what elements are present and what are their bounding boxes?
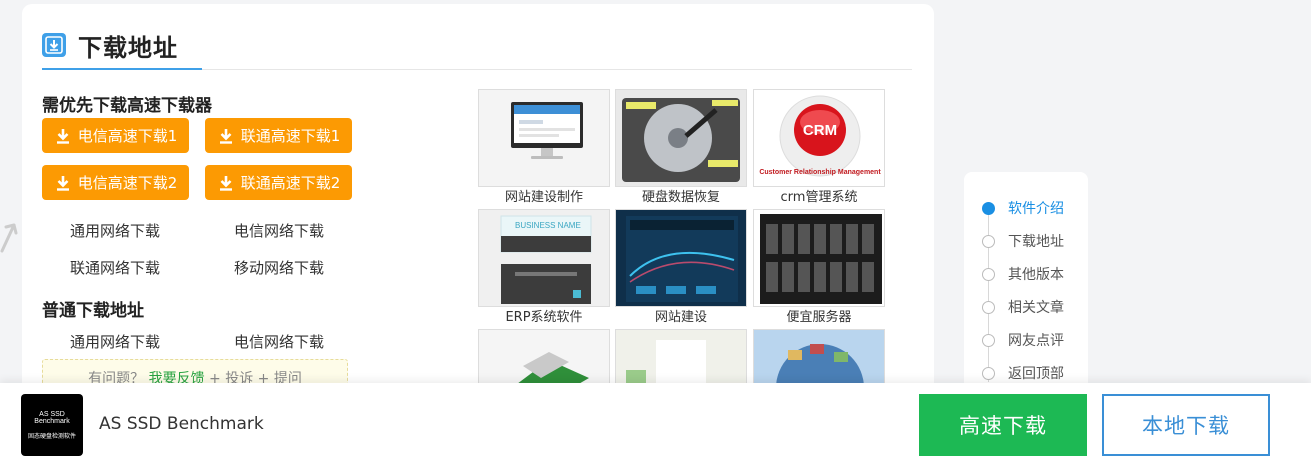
nav-item-download-address[interactable]: 下载地址 (982, 231, 1064, 251)
app-logo-line1: AS SSD Benchmark (34, 411, 70, 425)
header-divider-accent (42, 68, 202, 70)
normal-general-download-link[interactable]: 通用网络下载 (69, 333, 160, 351)
side-navigation: 软件介绍 下载地址 其他版本 相关文章 网友点评 返回顶部 (964, 172, 1088, 392)
nav-item-label: 其他版本 (1008, 267, 1064, 283)
thumbnail-website-build[interactable] (615, 209, 747, 307)
erp-card-title: BUSINESS NAME (515, 221, 581, 230)
app-logo-line2: 固态硬盘检测软件 (27, 433, 76, 440)
download-card: 下载地址 需优先下载高速下载器 电信高速下载1 联通高速下载1 电信高速下载2 … (22, 4, 934, 404)
thumbnail-crm-system[interactable]: CRM Customer Relationship Management (753, 89, 885, 187)
nav-item-label: 下载地址 (1008, 234, 1064, 250)
download-box-icon (42, 33, 66, 57)
telecom-fast-download-1-button[interactable]: 电信高速下载1 (42, 118, 189, 153)
thumbnail-caption: 网站建设 (654, 310, 707, 325)
download-arrow-icon (54, 127, 72, 145)
crm-badge-text: CRM (803, 122, 837, 139)
section-header: 下载地址 (42, 26, 178, 64)
section-title: 下载地址 (78, 33, 178, 62)
telecom-fast-download-2-button[interactable]: 电信高速下载2 (42, 165, 189, 200)
nav-item-label: 软件介绍 (1008, 201, 1064, 217)
nav-dot-icon (982, 201, 995, 215)
normal-telecom-download-link[interactable]: 电信网络下载 (233, 333, 324, 351)
nav-item-label: 返回顶部 (1008, 366, 1064, 382)
thumbnail-disk-recovery[interactable] (615, 89, 747, 187)
thumbnail-caption: crm管理系统 (780, 190, 858, 205)
unicom-fast-download-1-button[interactable]: 联通高速下载1 (205, 118, 352, 153)
normal-download-title: 普通下载地址 (42, 301, 144, 321)
general-network-download-link[interactable]: 通用网络下载 (69, 222, 160, 240)
thumbnail-cheap-server[interactable] (753, 209, 885, 307)
nav-item-related-articles[interactable]: 相关文章 (982, 297, 1064, 317)
unicom-fast-download-2-button[interactable]: 联通高速下载2 (205, 165, 352, 200)
app-logo: AS SSD Benchmark 固态硬盘检测软件 (21, 394, 83, 456)
thumbnail-erp-software[interactable]: BUSINESS NAME (478, 209, 610, 307)
nav-item-label: 相关文章 (1008, 300, 1064, 316)
crm-ring-text: Customer Relationship Management (759, 169, 881, 176)
nav-item-other-versions[interactable]: 其他版本 (982, 264, 1064, 284)
mobile-network-download-link[interactable]: 移动网络下载 (233, 259, 324, 277)
thumbnail-caption: 便宜服务器 (786, 310, 852, 325)
nav-item-back-to-top[interactable]: 返回顶部 (982, 363, 1064, 383)
local-download-button[interactable]: 本地下载 (1102, 394, 1270, 456)
button-label: 电信高速下载2 (77, 174, 178, 192)
nav-dot-icon (982, 234, 995, 248)
bottom-download-bar: AS SSD Benchmark 固态硬盘检测软件 AS SSD Benchma… (0, 383, 1311, 468)
nav-item-label: 网友点评 (1008, 333, 1064, 349)
nav-dot-icon (982, 267, 995, 281)
app-name: AS SSD Benchmark (99, 414, 264, 434)
header-divider (42, 69, 912, 70)
thumbnail-caption: 硬盘数据恢复 (641, 190, 720, 205)
nav-dot-icon (982, 300, 995, 314)
button-label: 联通高速下载2 (240, 174, 341, 192)
download-arrow-icon (217, 127, 235, 145)
nav-item-user-reviews[interactable]: 网友点评 (982, 330, 1064, 350)
download-arrow-icon (217, 174, 235, 192)
download-arrow-icon (54, 174, 72, 192)
button-label: 电信高速下载1 (77, 127, 178, 145)
thumbnail-caption: ERP系统软件 (505, 310, 583, 325)
thumbnail-website-design[interactable] (478, 89, 610, 187)
priority-title: 需优先下载高速下载器 (42, 96, 212, 116)
nav-timeline (988, 202, 989, 382)
nav-item-software-intro[interactable]: 软件介绍 (982, 198, 1064, 218)
fast-download-button[interactable]: 高速下载 (919, 394, 1087, 456)
nav-dot-icon (982, 333, 995, 347)
nav-dot-icon (982, 366, 995, 380)
telecom-network-download-link[interactable]: 电信网络下载 (233, 222, 324, 240)
unicom-network-download-link[interactable]: 联通网络下载 (69, 259, 160, 277)
decorative-arrow-icon (0, 215, 22, 259)
thumbnail-caption: 网站建设制作 (504, 190, 583, 205)
button-label: 联通高速下载1 (240, 127, 341, 145)
